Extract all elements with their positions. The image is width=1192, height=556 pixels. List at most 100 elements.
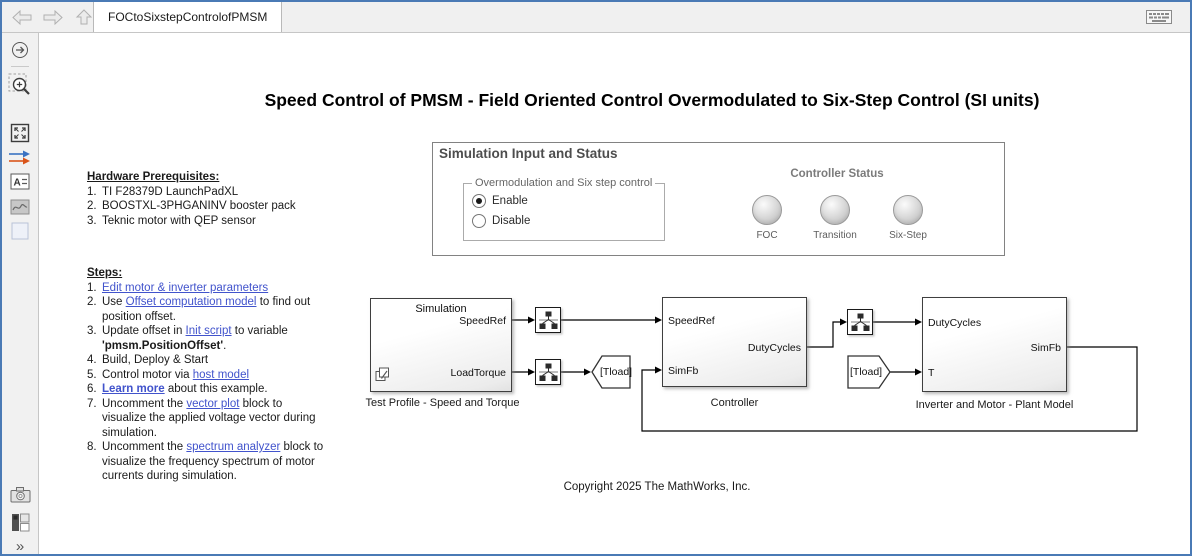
radio-button-selected[interactable] <box>472 194 486 208</box>
step-text: Build, Deploy & Start <box>102 354 209 366</box>
step-text: . <box>223 339 227 352</box>
connector-block-dutycycles[interactable] <box>847 309 873 335</box>
back-arrow-icon <box>12 9 32 25</box>
fit-to-view-button[interactable] <box>2 123 38 143</box>
list-number: 3. <box>87 214 97 227</box>
model-browser-button[interactable] <box>2 513 38 532</box>
radio-option-enable[interactable]: Enable <box>472 191 664 211</box>
port-speedref-out: SpeedRef <box>459 315 506 327</box>
step-link[interactable]: Offset computation model <box>125 296 257 308</box>
step-link[interactable]: Learn more <box>102 383 165 395</box>
zoom-to-region-button[interactable] <box>2 73 38 97</box>
step-item: 5.Control motor via host model <box>87 368 327 383</box>
radio-label: Disable <box>492 215 531 227</box>
screenshot-button[interactable] <box>2 486 38 503</box>
connector-block-speedref[interactable] <box>535 307 561 333</box>
hardware-item: 2.BOOSTXL-3PHGANINV booster pack <box>87 199 296 214</box>
controller-subsystem-block[interactable]: SpeedRef SimFb DutyCycles <box>662 297 807 387</box>
lamp-transition: Transition <box>790 195 880 241</box>
step-text: BOOSTXL-3PHGANINV booster pack <box>102 200 296 212</box>
test-profile-subsystem-block[interactable]: Simulation SpeedRef LoadTorque <box>370 298 512 392</box>
svg-text:A: A <box>14 178 21 189</box>
test-profile-caption: Test Profile - Speed and Torque <box>365 397 520 409</box>
step-link[interactable]: spectrum analyzer <box>186 441 281 453</box>
list-number: 1. <box>87 185 97 198</box>
goto-tag-label: [Tload] <box>600 366 633 378</box>
keyboard-shortcuts-button[interactable] <box>1146 10 1172 29</box>
panel-title: Simulation Input and Status <box>439 146 618 161</box>
port-loadtorque-out: LoadTorque <box>450 367 506 379</box>
simulation-input-status-panel: Simulation Input and Status Overmodulati… <box>432 142 1005 256</box>
port-dutycycles-out: DutyCycles <box>747 342 801 354</box>
controller-caption: Controller <box>710 397 759 409</box>
navigation-toolbar: FOCtoSixstepControlofPMSM <box>2 2 1190 33</box>
annotation-button[interactable]: A <box>2 173 38 190</box>
list-number: 4. <box>87 354 97 366</box>
step-text: Teknic motor with QEP sensor <box>102 214 256 227</box>
forward-arrow-icon <box>43 9 63 25</box>
list-number: 5. <box>87 368 97 381</box>
sidebar-divider <box>11 66 29 67</box>
model-canvas[interactable] <box>39 33 1190 554</box>
connector-block-loadtorque[interactable] <box>535 359 561 385</box>
step-item: 4. Build, Deploy & Start <box>87 353 327 368</box>
model-tab-label: FOCtoSixstepControlofPMSM <box>108 10 268 24</box>
expand-sidebar-button[interactable]: » <box>2 538 38 555</box>
step-link[interactable]: host model <box>192 368 250 381</box>
copyright-annotation: Copyright 2025 The MathWorks, Inc. <box>563 481 751 493</box>
model-browser-icon <box>11 513 29 532</box>
step-link[interactable]: Init script <box>185 325 232 337</box>
list-number: 2. <box>87 296 97 308</box>
step-item: 2.Use Offset computation model to find o… <box>87 295 327 324</box>
test-profile-inner-title: Simulation <box>415 303 467 315</box>
overmodulation-group: Overmodulation and Six step control Enab… <box>463 177 665 241</box>
steps-annotation: Steps: 1.Edit motor & inverter parameter… <box>87 266 327 484</box>
step-text: TI F28379D LaunchPadXL <box>102 185 239 198</box>
area-annotation-button[interactable] <box>2 222 38 240</box>
image-annotation-button[interactable] <box>2 199 38 215</box>
model-tab[interactable]: FOCtoSixstepControlofPMSM <box>93 2 283 32</box>
radio-option-disable[interactable]: Disable <box>472 211 664 231</box>
hardware-prerequisites: Hardware Prerequisites: 1. TI F28379D Lau… <box>87 170 296 228</box>
radio-button[interactable] <box>472 214 486 228</box>
signal-arrows-icon <box>9 150 30 165</box>
step-link[interactable]: Edit motor & inverter parameters <box>102 281 269 294</box>
show-explorer-bar-button[interactable] <box>2 41 38 59</box>
step-text: 'pmsm.PositionOffset' <box>102 339 224 352</box>
steps-heading: Steps: <box>87 267 123 279</box>
camera-icon <box>10 487 30 503</box>
step-text: Update offset in <box>102 325 186 337</box>
lamp-six-step: Six-Step <box>863 195 953 241</box>
lamp-circle <box>752 195 782 225</box>
hardware-heading: Hardware Prerequisites: <box>87 171 220 183</box>
step-item: 6.Learn more about this example. <box>87 382 327 397</box>
step-text: block to visualize the frequency spectru… <box>102 441 324 482</box>
up-arrow-icon <box>75 9 93 25</box>
radio-label: Enable <box>492 195 528 207</box>
plant-subsystem-block[interactable]: DutyCycles T SimFb <box>922 297 1067 392</box>
zoom-region-icon <box>8 73 30 95</box>
back-button[interactable] <box>10 7 34 27</box>
palette-sidebar: A <box>2 33 39 554</box>
controller-status-title: Controller Status <box>790 168 884 180</box>
show-explorer-bar-icon <box>12 42 28 58</box>
signal-hierarchy-icon <box>538 363 558 381</box>
lamp-label: Six-Step <box>889 230 927 241</box>
up-to-parent-button[interactable] <box>72 7 96 27</box>
update-diagram-button[interactable] <box>2 150 38 165</box>
forward-button[interactable] <box>41 7 65 27</box>
list-number: 3. <box>87 325 97 337</box>
step-link[interactable]: vector plot <box>186 397 240 410</box>
from-tag-label: [Tload] <box>850 366 883 378</box>
step-item: 8.Uncomment the spectrum analyzer block … <box>87 440 327 484</box>
plant-caption: Inverter and Motor - Plant Model <box>915 399 1074 411</box>
lamp-label: Transition <box>813 230 857 241</box>
chevrons-right-icon: » <box>15 538 25 555</box>
list-number: 7. <box>87 397 97 410</box>
step-item: 7.Uncomment the vector plot block to vis… <box>87 397 327 441</box>
from-tag-tload[interactable]: [Tload] <box>847 355 891 389</box>
goto-tag-tload[interactable]: [Tload] <box>591 355 633 389</box>
